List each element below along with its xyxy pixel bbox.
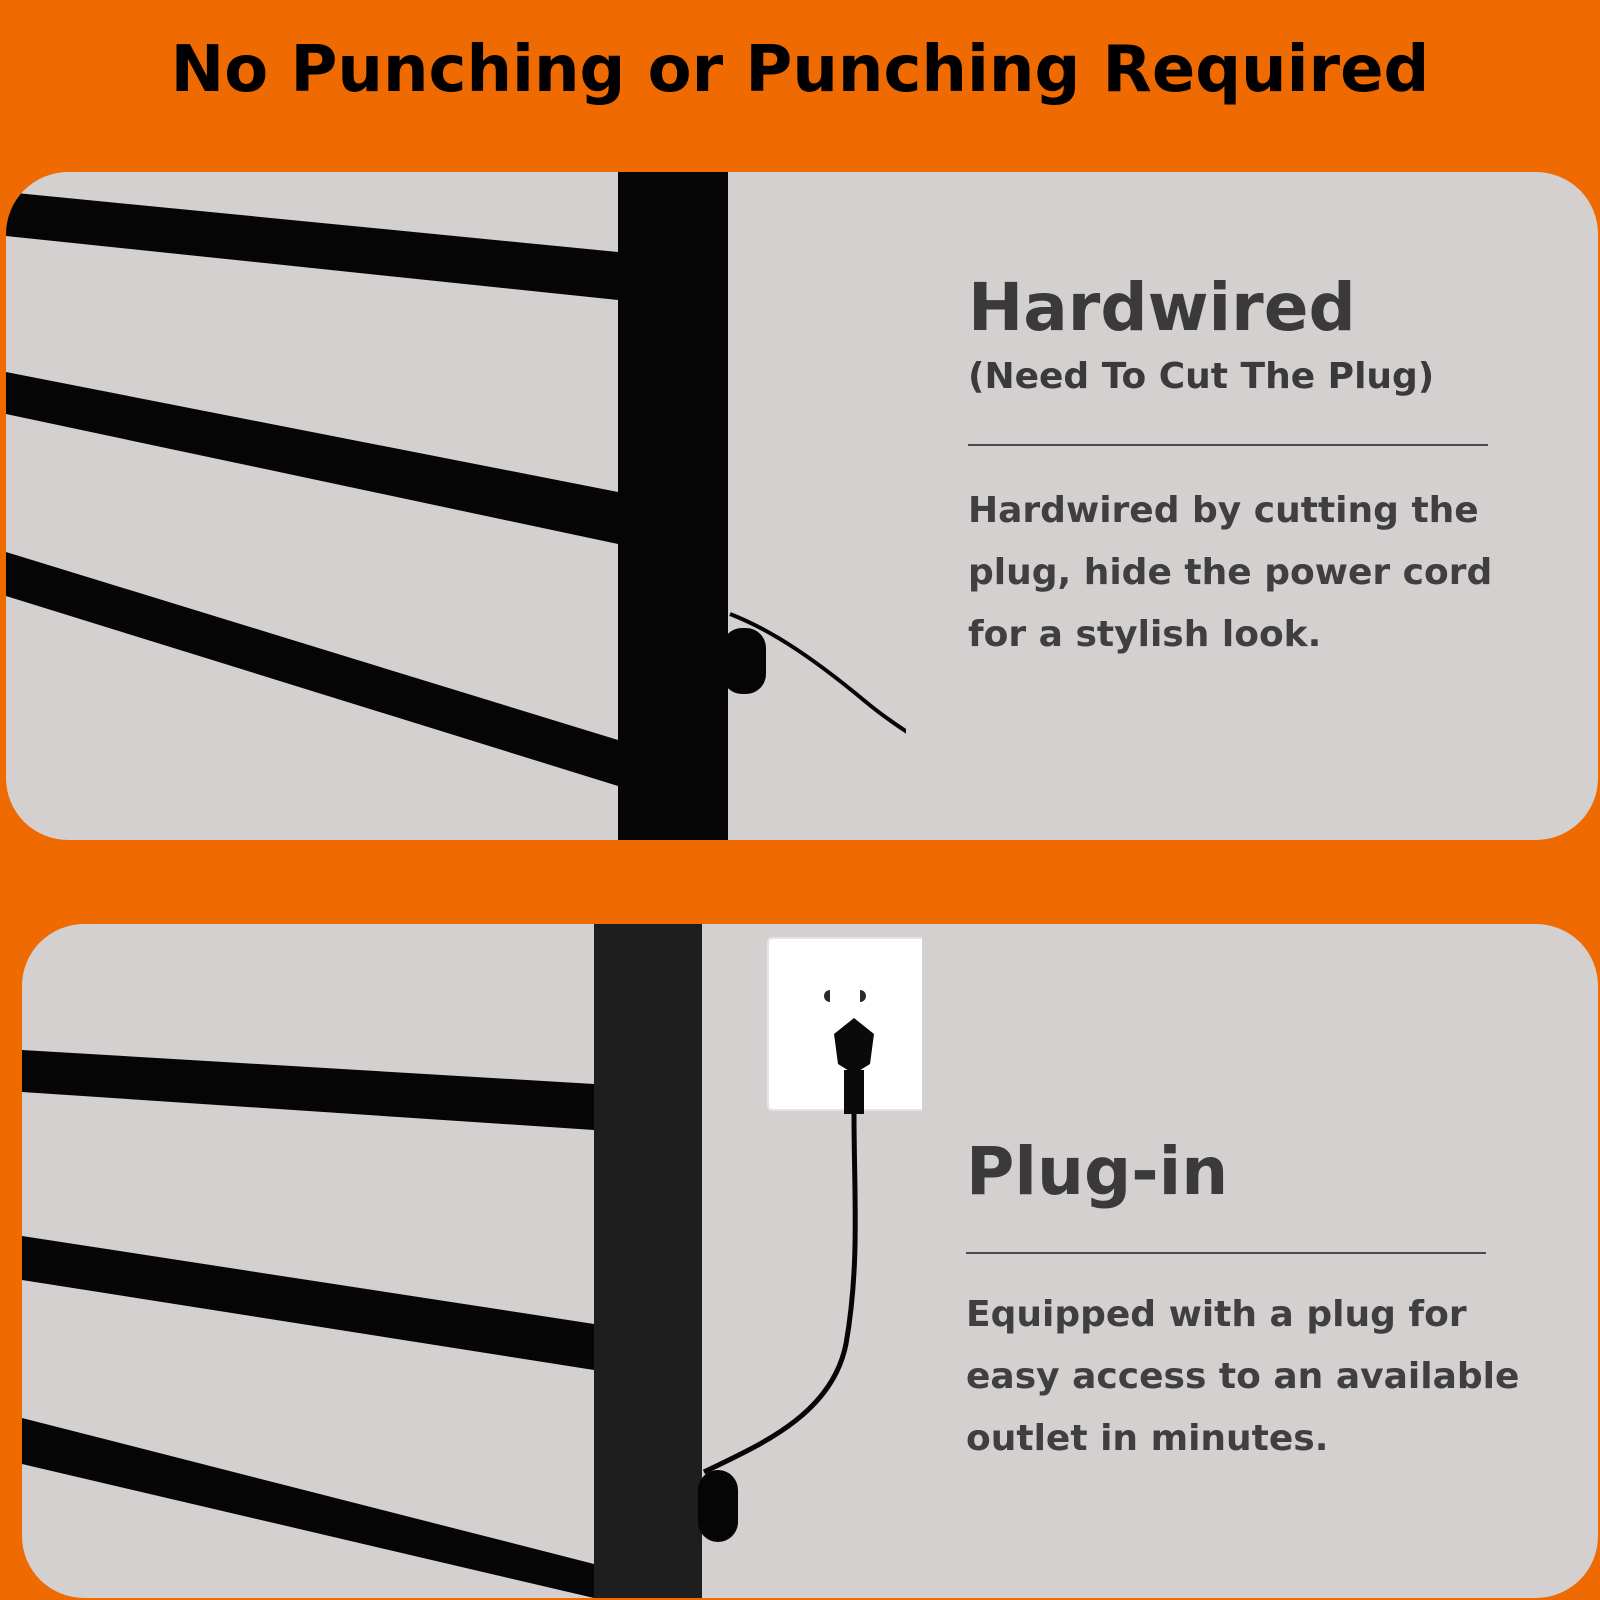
hardwired-title: Hardwired — [968, 269, 1356, 346]
rack-mount-knob — [698, 1470, 738, 1542]
plug-in-line-1: Equipped with a plug for — [966, 1294, 1467, 1335]
hardwired-divider — [968, 444, 1488, 446]
power-cord — [729, 612, 906, 734]
plug-neck — [844, 1070, 864, 1114]
plug-in-copy: Plug-in Equipped with a plug for easy ac… — [966, 1132, 1586, 1470]
hardwired-line-2: plug, hide the power cord — [968, 552, 1493, 593]
plug-in-line-2: easy access to an available — [966, 1356, 1520, 1397]
rack-bar-2 — [6, 372, 618, 544]
rack-bar-3 — [6, 552, 618, 786]
towel-rack-hardwired-icon — [6, 172, 906, 840]
headline: No Punching or Punching Required — [170, 33, 1430, 107]
power-cord — [702, 1113, 858, 1475]
plug-in-title: Plug-in — [966, 1133, 1229, 1210]
rack-post — [594, 924, 702, 1598]
rack-bar-3 — [22, 1418, 594, 1598]
rack-post — [618, 172, 728, 840]
rack-mount-knob — [722, 628, 766, 694]
rack-bar-2 — [22, 1236, 594, 1370]
rack-bar-1 — [22, 1050, 594, 1130]
hardwired-copy: Hardwired (Need To Cut The Plug) Hardwir… — [968, 268, 1568, 666]
towel-rack-plug-in-icon — [22, 924, 922, 1598]
hardwired-panel: Hardwired (Need To Cut The Plug) Hardwir… — [6, 172, 1598, 840]
plug-in-description: Equipped with a plug for easy access to … — [966, 1284, 1586, 1470]
plug-head — [834, 1018, 874, 1074]
plug-in-divider — [966, 1252, 1486, 1254]
plug-in-line-3: outlet in minutes. — [966, 1418, 1329, 1459]
hardwired-note: (Need To Cut The Plug) — [968, 356, 1435, 397]
rack-bar-1 — [6, 192, 618, 300]
plug-in-panel: Plug-in Equipped with a plug for easy ac… — [22, 924, 1598, 1598]
hardwired-description: Hardwired by cutting the plug, hide the … — [968, 480, 1568, 666]
wall-outlet-icon — [767, 937, 922, 1114]
hardwired-line-1: Hardwired by cutting the — [968, 490, 1479, 531]
hardwired-line-3: for a stylish look. — [968, 614, 1322, 655]
